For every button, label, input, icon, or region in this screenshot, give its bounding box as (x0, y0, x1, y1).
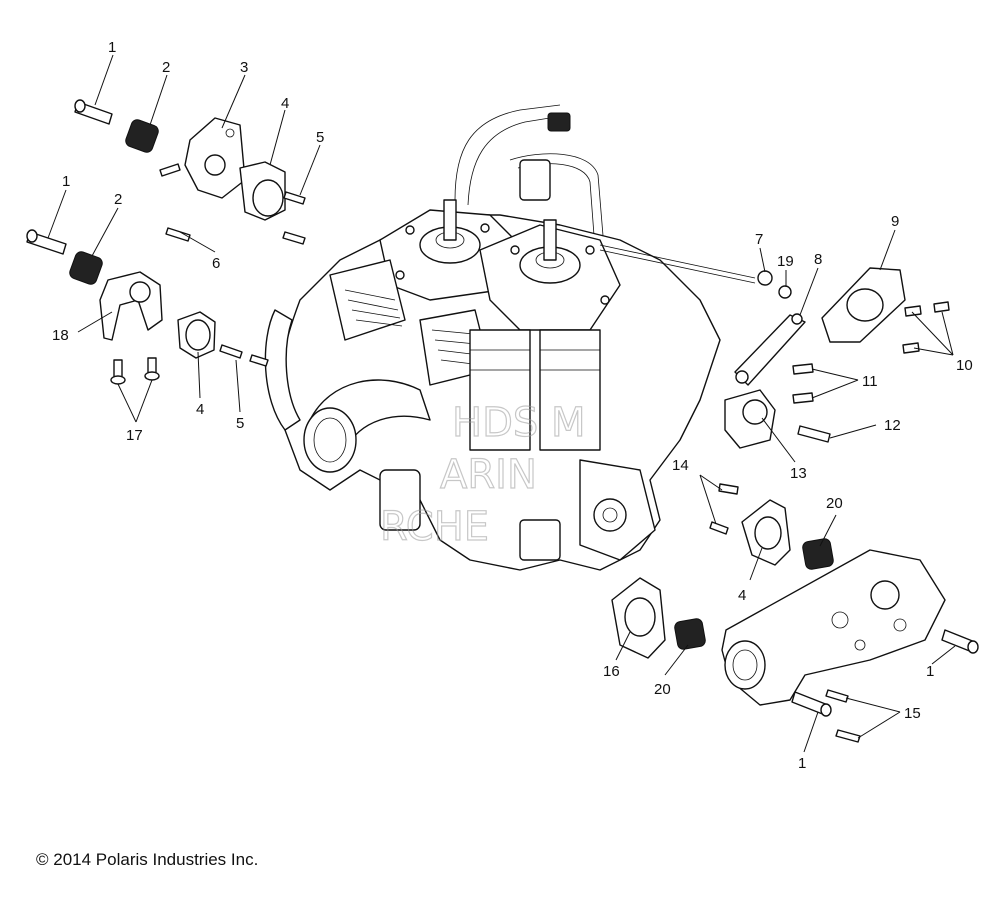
callout-1: 1 (62, 173, 70, 190)
callout-11: 11 (862, 373, 878, 390)
callout-14: 14 (672, 457, 689, 474)
callout-9: 9 (891, 213, 899, 230)
callout-16: 16 (603, 663, 620, 680)
callout-20: 20 (826, 495, 843, 512)
leader-lines (47, 54, 956, 753)
callout-3: 3 (240, 59, 248, 76)
callout-5: 5 (316, 129, 324, 146)
callout-1: 1 (926, 663, 934, 680)
callout-7: 7 (755, 231, 763, 248)
callout-20: 20 (654, 681, 671, 698)
callout-18: 18 (52, 327, 69, 344)
watermark-line-2: ARIN (440, 452, 537, 498)
right-mount-parts (611, 267, 979, 743)
callout-1: 1 (108, 39, 116, 56)
callout-19: 19 (777, 253, 794, 270)
callout-15: 15 (904, 705, 921, 722)
callout-10: 10 (956, 357, 973, 374)
callout-6: 6 (212, 255, 220, 272)
watermark: HDS M ARIN RCHE (379, 399, 586, 550)
watermark-line-1: HDS M (452, 400, 586, 446)
callout-13: 13 (790, 465, 807, 482)
callout-8: 8 (814, 251, 822, 268)
callout-labels: 1 2 3 4 5 6 1 2 18 4 5 17 7 19 8 9 10 11… (52, 39, 973, 772)
copyright-notice: © 2014 Polaris Industries Inc. (36, 850, 259, 869)
callout-5: 5 (236, 415, 244, 432)
callout-12: 12 (884, 417, 901, 434)
callout-1: 1 (798, 755, 806, 772)
engine-assembly (264, 104, 756, 571)
callout-4: 4 (196, 401, 204, 418)
upper-left-mount-parts (74, 99, 306, 245)
mid-left-mount-parts (26, 229, 269, 385)
callout-4: 4 (738, 587, 746, 604)
callout-2: 2 (162, 59, 170, 76)
callout-17: 17 (126, 427, 143, 444)
watermark-line-3: RCHE (380, 504, 489, 550)
callout-4: 4 (281, 95, 289, 112)
callout-2: 2 (114, 191, 122, 208)
